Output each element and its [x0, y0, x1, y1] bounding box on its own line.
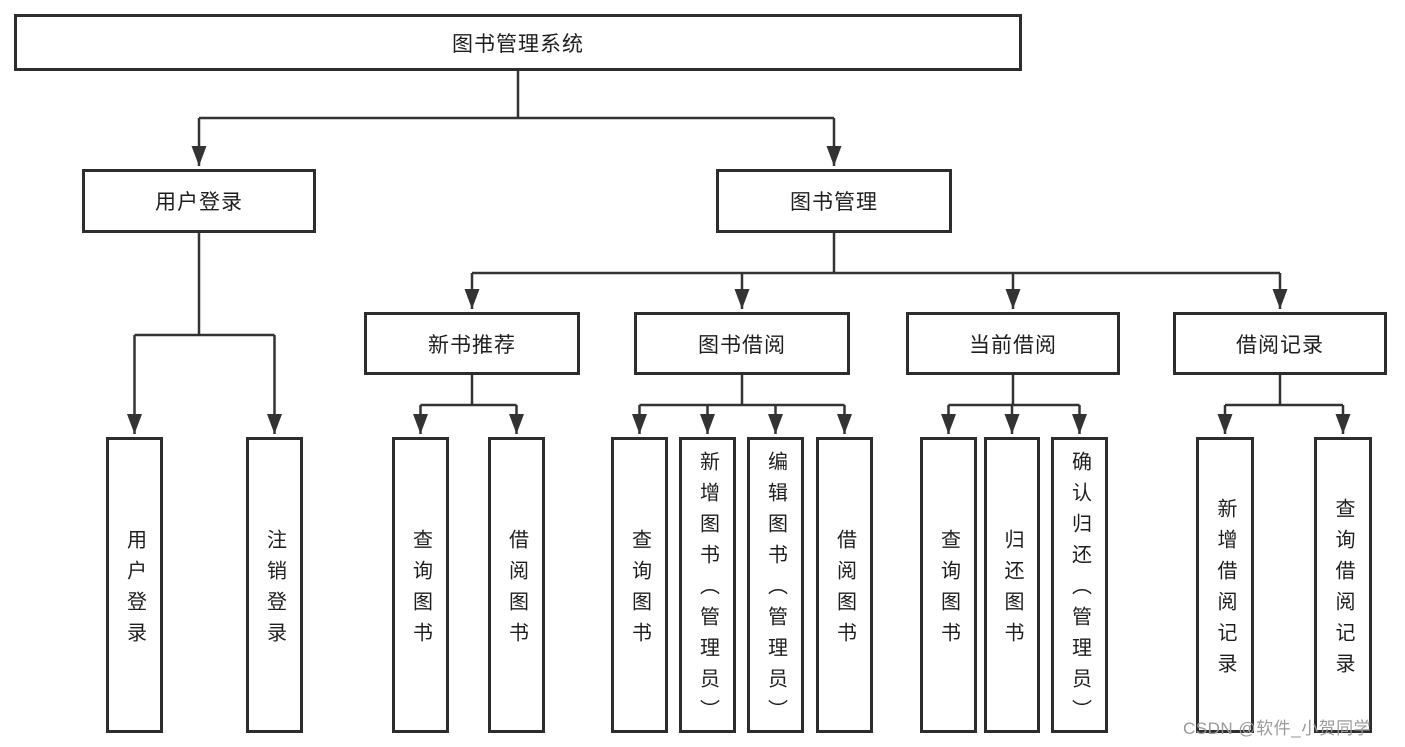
leaf-query-book-recommend: 查询图书 [392, 437, 449, 733]
node-book-borrow: 图书借阅 [634, 312, 850, 375]
leaf-query-book-current-label: 查询图书 [937, 528, 960, 653]
leaf-confirm-return-admin: 确认归还（管理员） [1051, 437, 1108, 733]
node-root: 图书管理系统 [14, 14, 1022, 71]
leaf-add-borrow-record-label: 新增借阅记录 [1214, 497, 1236, 684]
leaf-borrow-book-label: 借阅图书 [833, 528, 856, 653]
leaf-add-borrow-record: 新增借阅记录 [1196, 437, 1254, 733]
leaf-query-book-borrow-label: 查询图书 [628, 528, 651, 653]
leaf-logout: 注销登录 [246, 437, 303, 733]
leaf-query-borrow-record: 查询借阅记录 [1314, 437, 1372, 733]
leaf-query-borrow-record-label: 查询借阅记录 [1332, 497, 1354, 684]
node-user-login: 用户登录 [82, 169, 316, 233]
leaf-user-login: 用户登录 [106, 437, 163, 733]
node-current-borrow: 当前借阅 [906, 312, 1120, 375]
leaf-borrow-book-recommend-label: 借阅图书 [505, 528, 528, 653]
leaf-logout-label: 注销登录 [263, 528, 286, 653]
leaf-return-book-label: 归还图书 [1001, 528, 1023, 653]
leaf-query-book-current: 查询图书 [920, 437, 977, 733]
csdn-watermark: CSDN @软件_小贺同学 [1183, 719, 1372, 738]
node-borrow-records: 借阅记录 [1173, 312, 1387, 375]
leaf-confirm-return-admin-label: 确认归还（管理员） [1068, 451, 1091, 730]
leaf-borrow-book-recommend: 借阅图书 [488, 437, 545, 733]
leaf-add-book-admin-label: 新增图书（管理员） [696, 451, 719, 730]
node-new-book-recommend: 新书推荐 [364, 312, 580, 375]
leaf-edit-book-admin-label: 编辑图书（管理员） [764, 451, 787, 730]
leaf-user-login-label: 用户登录 [123, 528, 146, 653]
leaf-query-book-borrow: 查询图书 [611, 437, 668, 733]
leaf-return-book: 归还图书 [984, 437, 1040, 733]
leaf-borrow-book: 借阅图书 [816, 437, 873, 733]
leaf-edit-book-admin: 编辑图书（管理员） [747, 437, 804, 733]
node-book-management: 图书管理 [716, 169, 952, 233]
leaf-add-book-admin: 新增图书（管理员） [679, 437, 736, 733]
leaf-query-book-recommend-label: 查询图书 [409, 528, 432, 653]
